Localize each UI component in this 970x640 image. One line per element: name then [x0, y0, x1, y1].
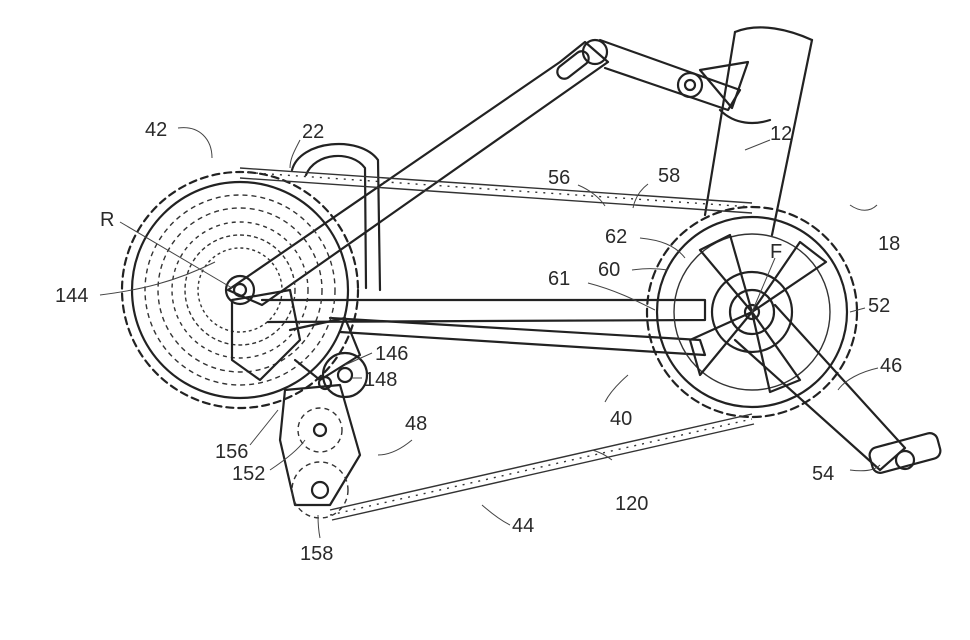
label-60: 60 — [598, 259, 620, 281]
label-48: 48 — [405, 413, 427, 435]
label-46: 46 — [880, 355, 902, 377]
label-152: 152 — [232, 463, 265, 485]
label-58: 58 — [658, 165, 680, 187]
label-62: 62 — [605, 226, 627, 248]
label-158: 158 — [300, 543, 333, 565]
label-148: 148 — [364, 369, 397, 391]
crank-arm — [733, 303, 942, 474]
leader-lines — [99, 127, 881, 539]
label-44: 44 — [512, 515, 534, 537]
label-18: 18 — [878, 233, 900, 255]
reference-labels: 42 22 R 144 56 58 12 18 62 60 61 F 52 46… — [55, 119, 902, 565]
label-52: 52 — [868, 295, 890, 317]
frame-chainstay — [260, 298, 707, 357]
rear-derailleur — [230, 288, 369, 519]
label-61: 61 — [548, 268, 570, 290]
label-12: 12 — [770, 123, 792, 145]
brake-hose-loop — [290, 142, 382, 292]
label-146: 146 — [375, 343, 408, 365]
label-F: F — [770, 241, 782, 263]
label-40: 40 — [610, 408, 632, 430]
label-144: 144 — [55, 285, 88, 307]
label-120: 120 — [615, 493, 648, 515]
label-156: 156 — [215, 441, 248, 463]
frame-seat-stay — [226, 38, 750, 307]
label-42: 42 — [145, 119, 167, 141]
frame-seat-tube — [703, 26, 814, 237]
label-56: 56 — [548, 167, 570, 189]
chain — [239, 167, 755, 521]
label-R: R — [100, 209, 114, 231]
label-54: 54 — [812, 463, 834, 485]
label-22: 22 — [302, 121, 324, 143]
